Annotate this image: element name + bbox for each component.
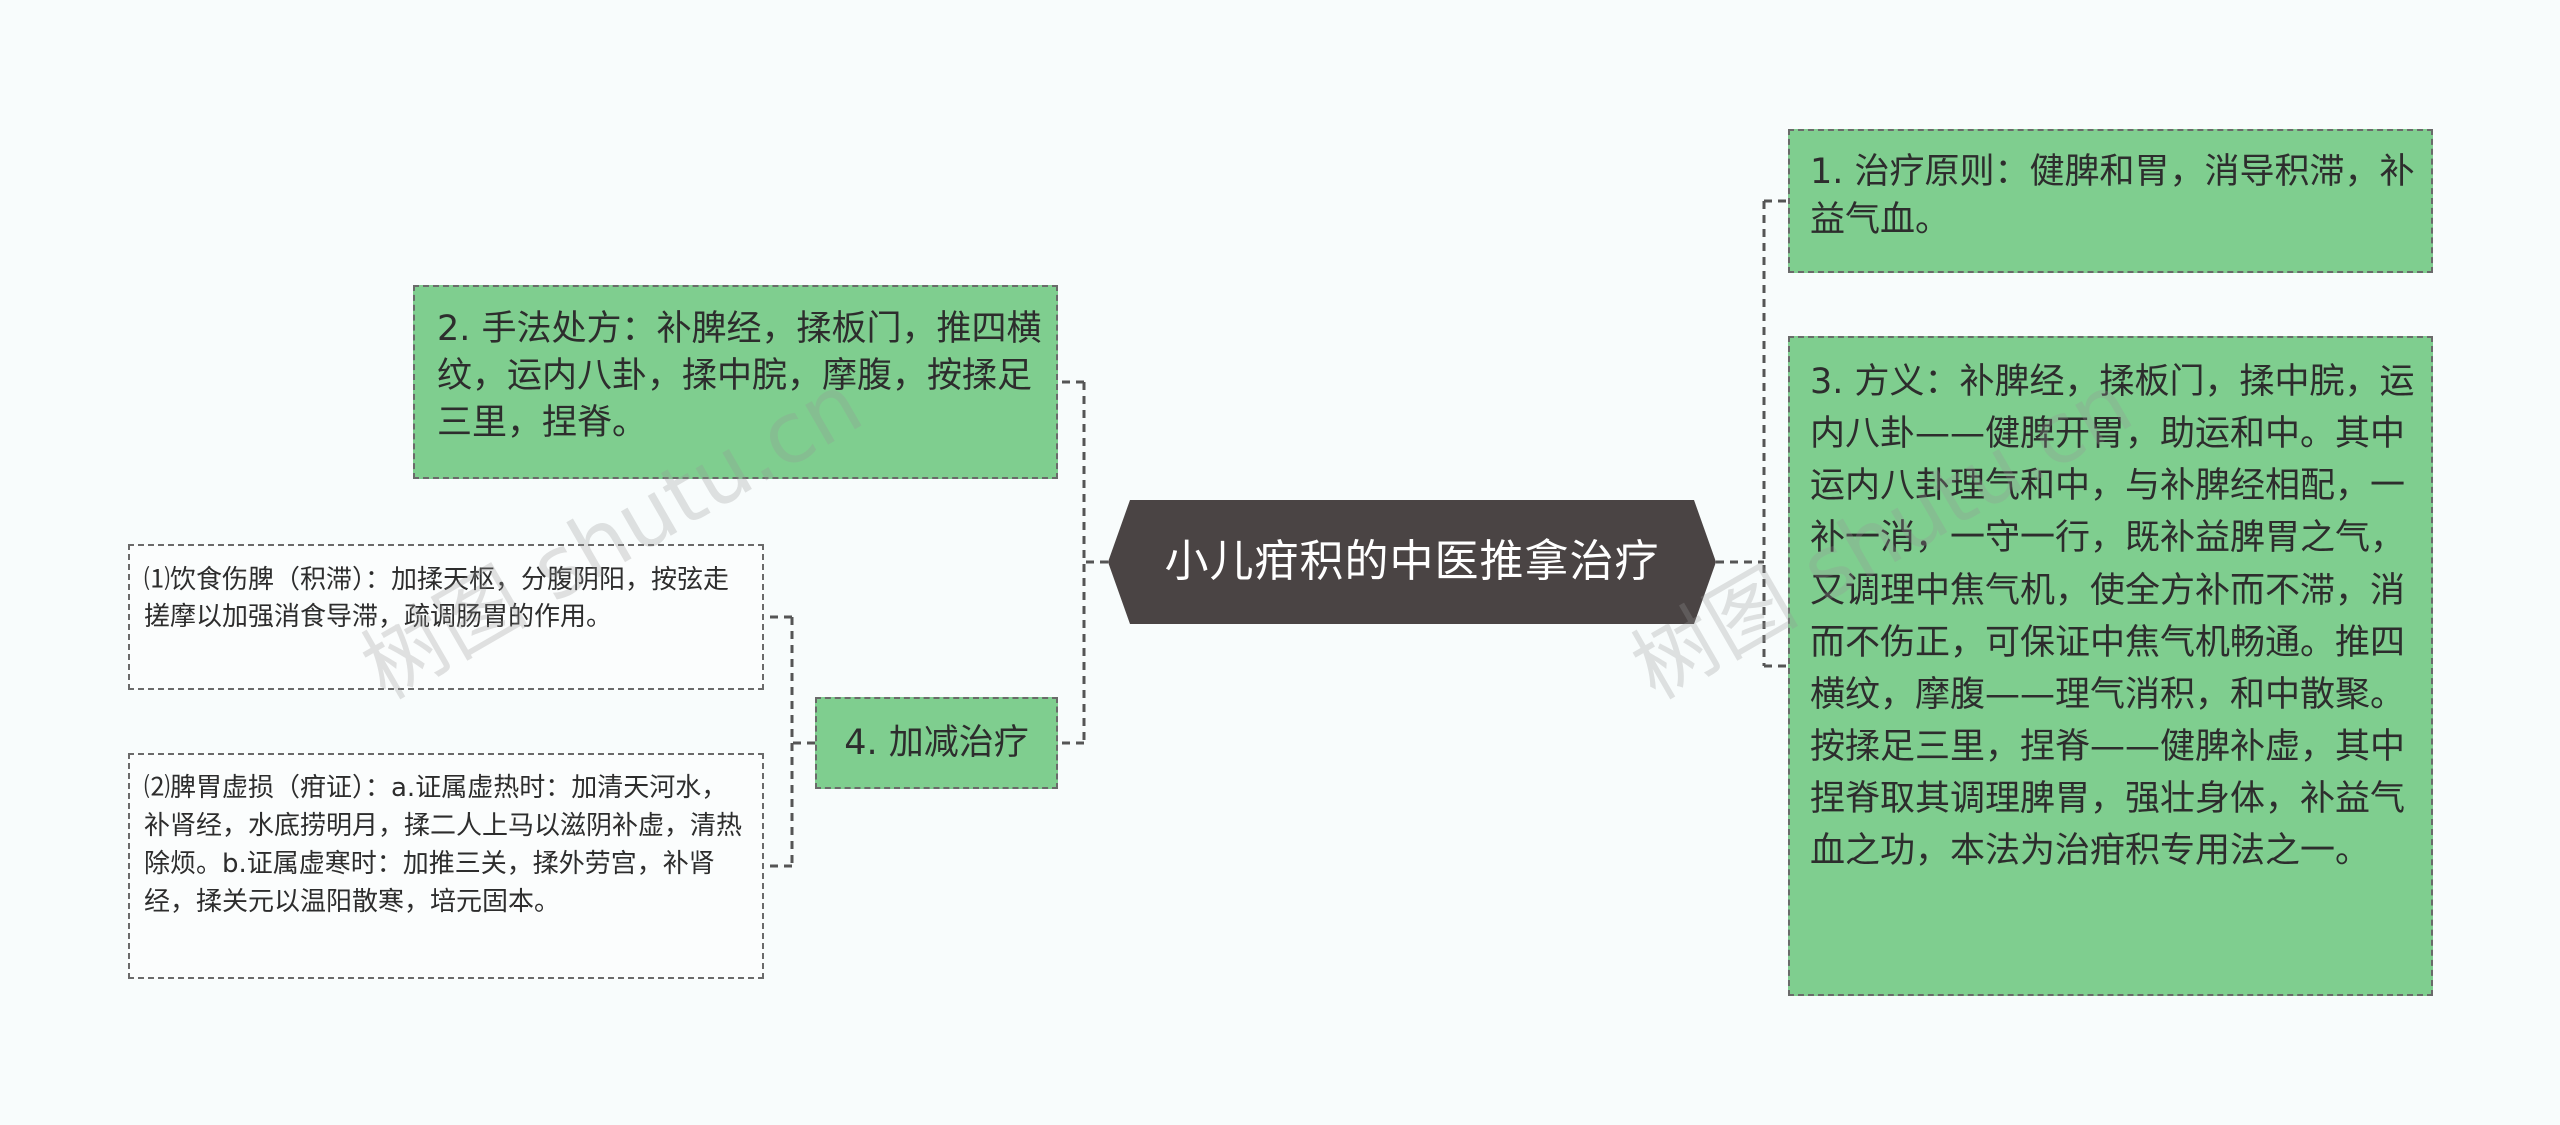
node-technique-prescription[interactable]: 2. 手法处方：补脾经，揉板门，推四横纹，运内八卦，揉中脘，摩腹，按揉足三里，捏… (413, 285, 1058, 479)
node-spleen-stomach-deficiency[interactable]: ⑵脾胃虚损（疳证）：a.证属虚热时：加清天河水，补肾经，水底捞明月，揉二人上马以… (128, 753, 764, 979)
center-node[interactable]: 小儿疳积的中医推拿治疗 (1108, 500, 1716, 624)
center-node-label: 小儿疳积的中医推拿治疗 (1164, 535, 1660, 587)
node-diet-spleen-injury[interactable]: ⑴饮食伤脾（积滞）：加揉天枢，分腹阴阳，按弦走搓摩以加强消食导滞，疏调肠胃的作用… (128, 544, 764, 690)
node-modified-treatment[interactable]: 4. 加减治疗 (815, 697, 1058, 789)
node-prescription-meaning[interactable]: 3. 方义：补脾经，揉板门，揉中脘，运内八卦——健脾开胃，助运和中。其中运内八卦… (1788, 336, 2433, 996)
node-treatment-principle[interactable]: 1. 治疗原则：健脾和胃，消导积滞，补益气血。 (1788, 129, 2433, 273)
center-node-shape (1108, 500, 1716, 624)
